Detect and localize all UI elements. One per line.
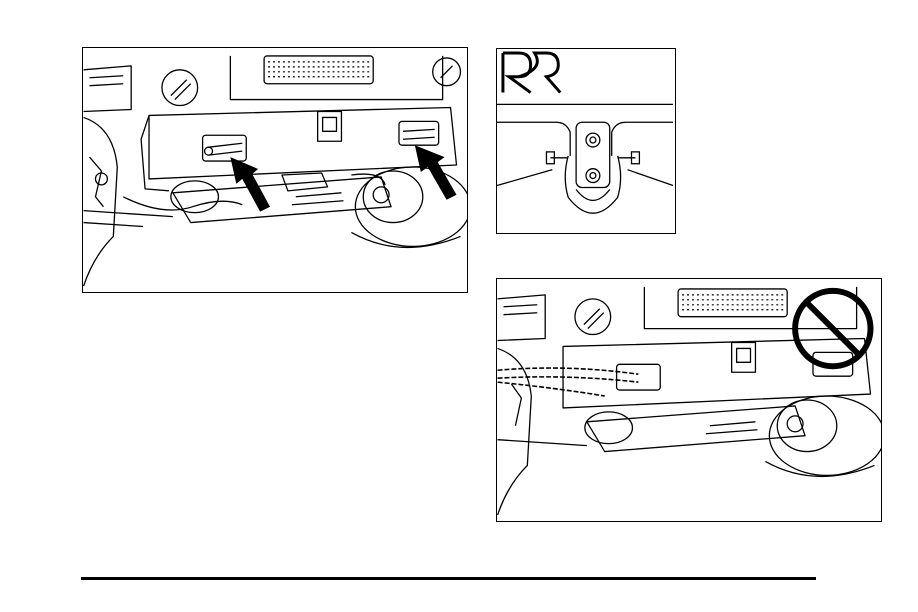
- arrow-icon: [415, 145, 457, 200]
- rr-logo-icon: [503, 53, 560, 93]
- arrow-icon: [230, 157, 270, 212]
- page-bottom-rule: [81, 577, 816, 580]
- bumper-illustration: [83, 48, 467, 292]
- figure-front-bumper-hooks: [82, 47, 468, 293]
- figure-improper-chain: [496, 278, 882, 522]
- chain-illustration: [497, 279, 881, 521]
- figure-recovery-hook: [496, 48, 676, 234]
- hook-illustration: [497, 49, 675, 233]
